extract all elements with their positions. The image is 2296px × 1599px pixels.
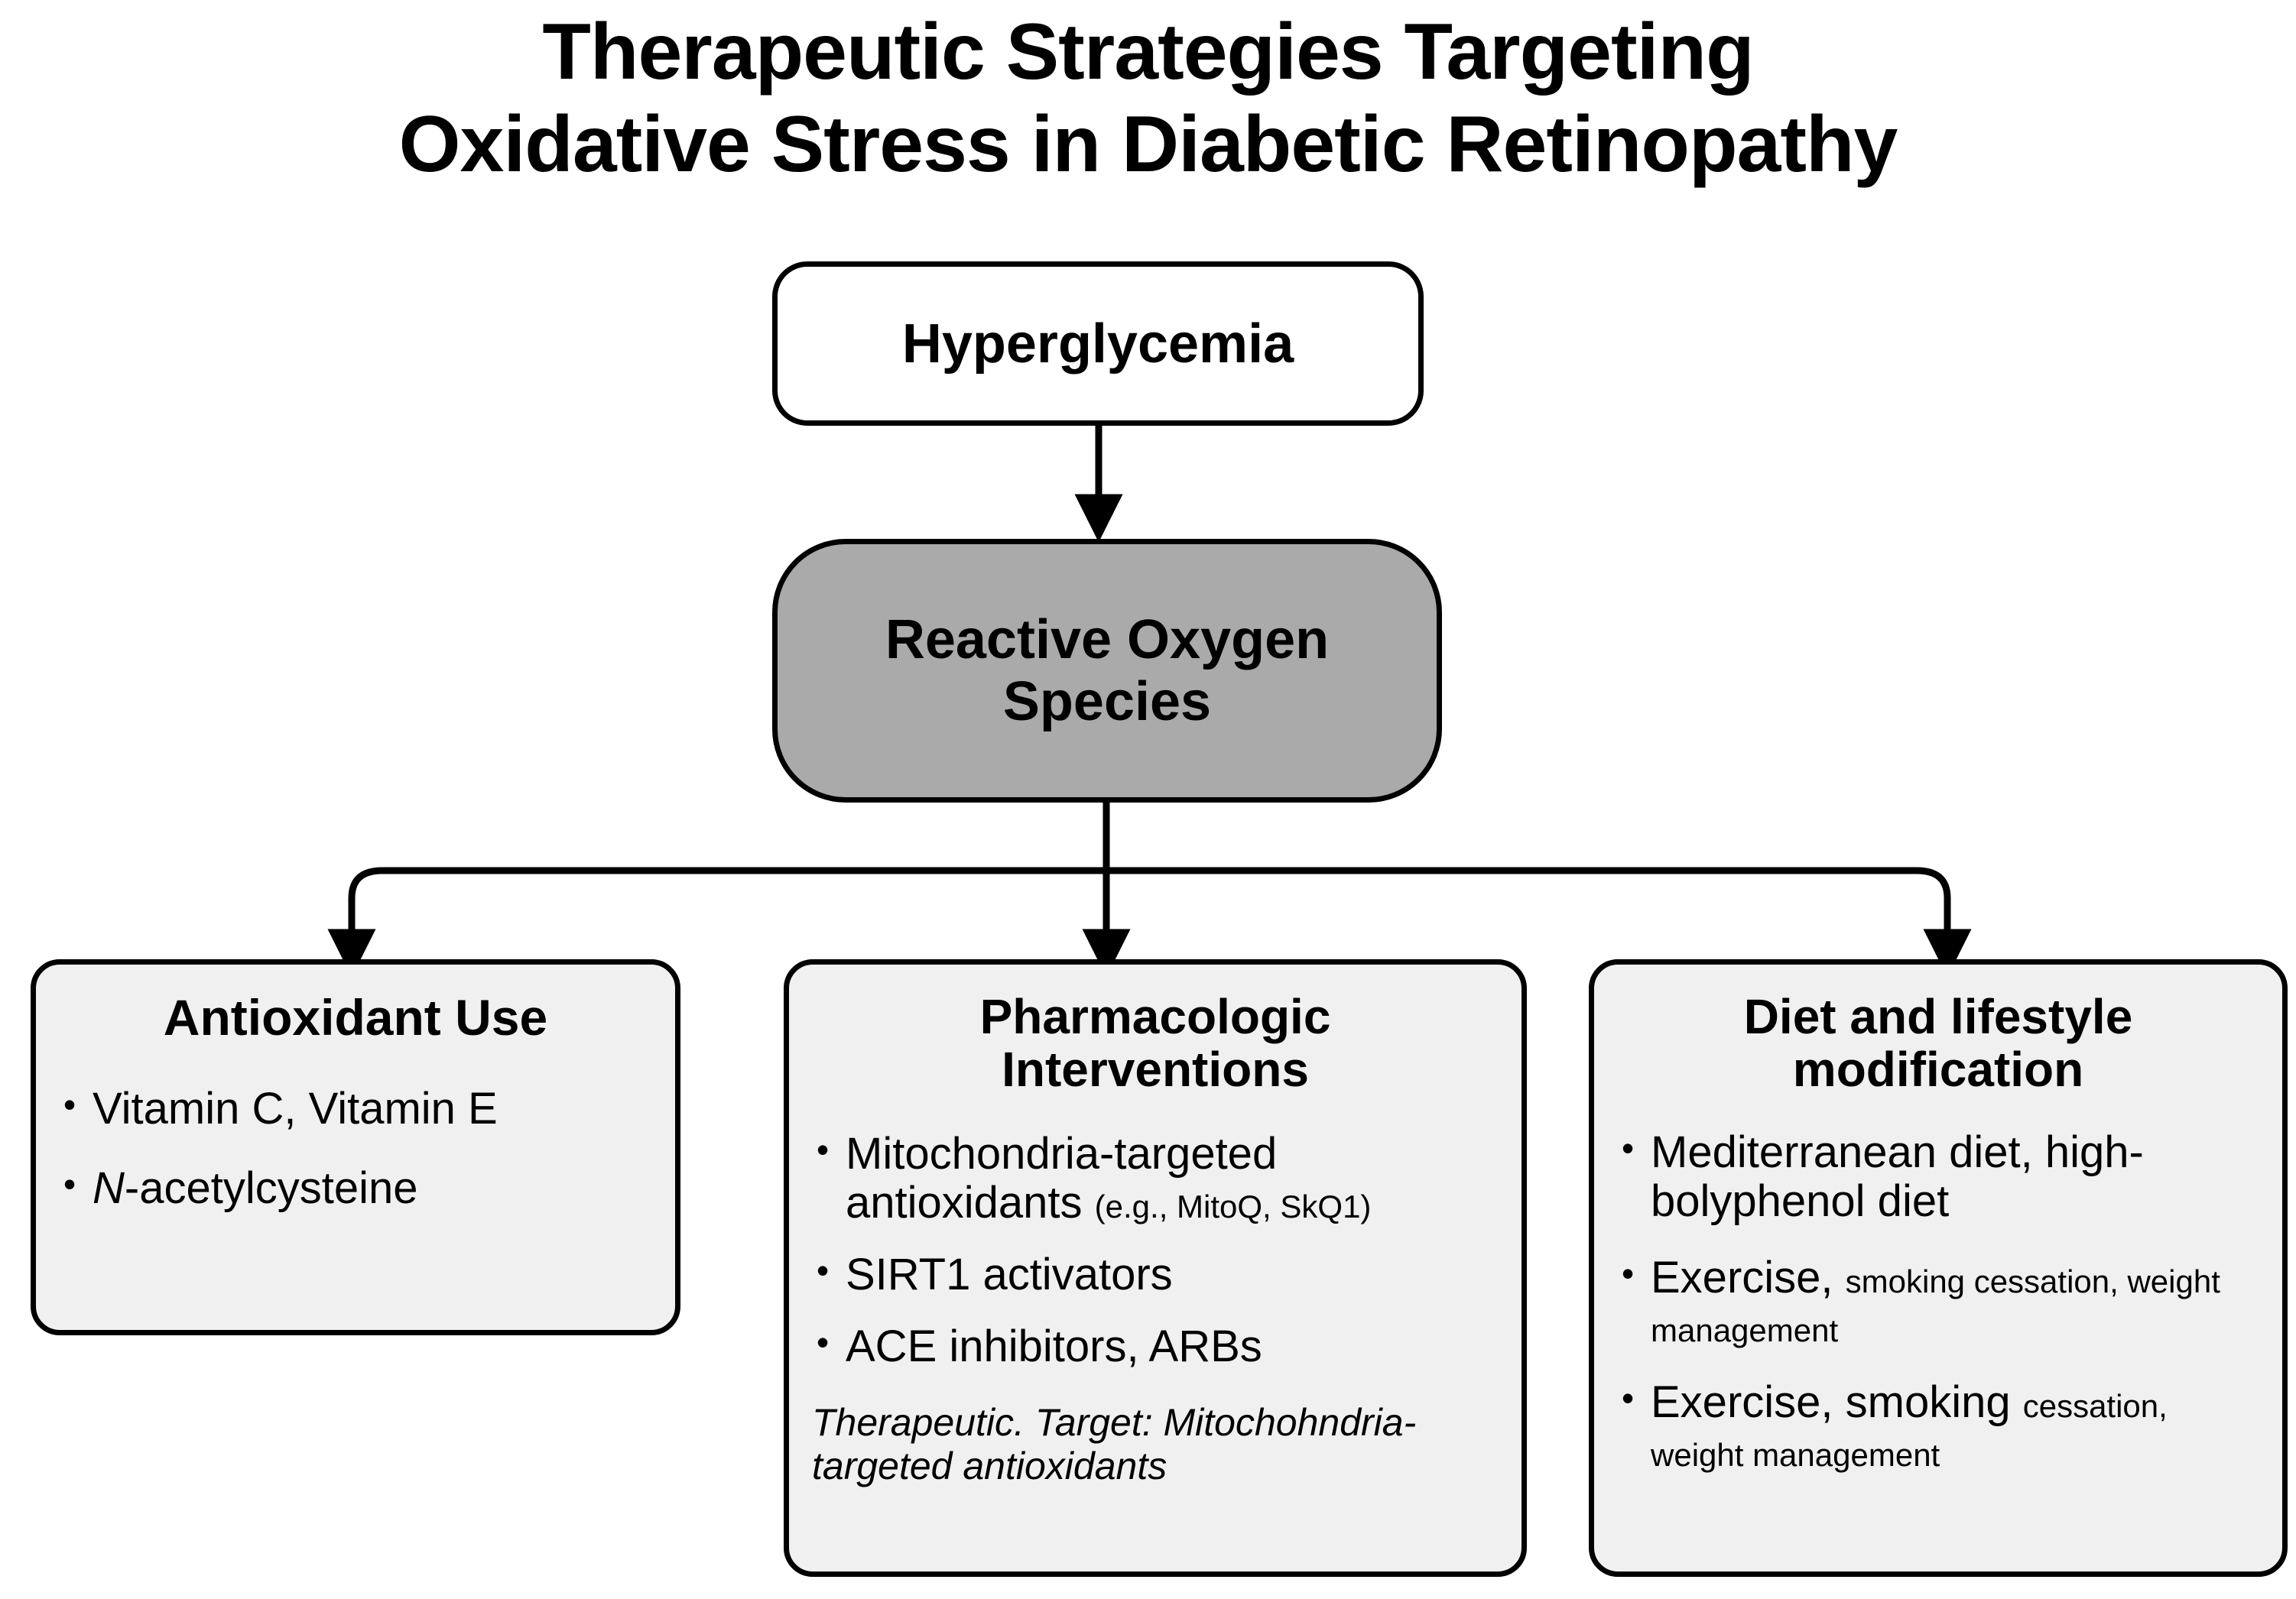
figure-title-line-1: Therapeutic Strategies Targeting — [542, 8, 1754, 96]
pharmacologic-bullet-list: Mitochondria-targeted antioxidants (e.g.… — [812, 1128, 1499, 1371]
connector-branch-bar — [348, 867, 1951, 929]
ros-label-line-2: Species — [1002, 670, 1212, 732]
bullet-text: Mitochondria-targeted antioxidants — [846, 1129, 1278, 1228]
node-reactive-oxygen-species[interactable]: Reactive Oxygen Species — [772, 539, 1442, 803]
figure-title-line-2: Oxidative Stress in Diabetic Retinopathy — [398, 99, 1898, 189]
bullet-text: ACE inhibitors, ARBs — [846, 1321, 1262, 1371]
bullet-text: Mediterranean diet, high-bolyphenol diet — [1651, 1127, 2144, 1227]
diet-title-line-2: modification — [1792, 1042, 2084, 1098]
bullet-text: Vitamin C, Vitamin E — [93, 1084, 498, 1134]
bullet-small-suffix: cessation, weight management — [1651, 1388, 2168, 1474]
list-item: N-acetylcysteine — [59, 1163, 652, 1214]
bullet-text: Exercise, smoking — [1651, 1377, 2023, 1428]
list-item: ACE inhibitors, ARBs — [812, 1321, 1499, 1371]
bullet-text: Exercise, — [1651, 1252, 1846, 1302]
node-diet-and-lifestyle[interactable]: Diet and lifestyle modification Mediterr… — [1589, 959, 2288, 1577]
node-pharmacologic-interventions-title: Pharmacologic Interventions — [812, 989, 1499, 1098]
node-reactive-oxygen-species-label: Reactive Oxygen Species — [885, 609, 1329, 732]
bullet-italic-prefix: N — [93, 1163, 125, 1214]
list-item: Exercise, smoking cessation, weight mana… — [1617, 1377, 2259, 1476]
node-hyperglycemia-label: Hyperglycemia — [901, 313, 1294, 375]
bullet-text: SIRT1 activators — [846, 1249, 1173, 1299]
bullet-small-suffix: (e.g., MitoQ, SkQ1) — [1094, 1189, 1372, 1225]
list-item: Vitamin C, Vitamin E — [59, 1083, 652, 1134]
bullet-small-suffix: smoking cessation, weight management — [1651, 1263, 2220, 1348]
pharmacologic-title-line-2: Interventions — [1002, 1042, 1309, 1098]
bullet-text: -acetylcysteine — [124, 1163, 418, 1214]
diet-title-line-1: Diet and lifestyle — [1743, 989, 2133, 1044]
list-item: Mediterranean diet, high-bolyphenol diet — [1617, 1127, 2259, 1227]
list-item: SIRT1 activators — [812, 1249, 1499, 1299]
pharmacologic-therapeutic-target-note: Therapeutic. Target: Mitochohndria-targe… — [812, 1401, 1417, 1488]
ros-label-line-1: Reactive Oxygen — [885, 608, 1330, 670]
node-antioxidant-use[interactable]: Antioxidant Use Vitamin C, Vitamin E N-a… — [31, 959, 680, 1335]
figure-title: Therapeutic Strategies Targeting Oxidati… — [0, 6, 2296, 190]
node-antioxidant-use-title: Antioxidant Use — [163, 989, 548, 1046]
list-item: Exercise, smoking cessation, weight mana… — [1617, 1252, 2259, 1351]
node-hyperglycemia[interactable]: Hyperglycemia — [772, 261, 1424, 426]
pharmacologic-title-line-1: Pharmacologic — [979, 989, 1331, 1044]
antioxidant-use-bullet-list: Vitamin C, Vitamin E N-acetylcysteine — [59, 1083, 652, 1214]
node-pharmacologic-interventions[interactable]: Pharmacologic Interventions Mitochondria… — [784, 959, 1527, 1577]
diet-bullet-list: Mediterranean diet, high-bolyphenol diet… — [1617, 1127, 2259, 1476]
list-item: Mitochondria-targeted antioxidants (e.g.… — [812, 1128, 1499, 1228]
node-diet-and-lifestyle-title: Diet and lifestyle modification — [1617, 989, 2259, 1098]
